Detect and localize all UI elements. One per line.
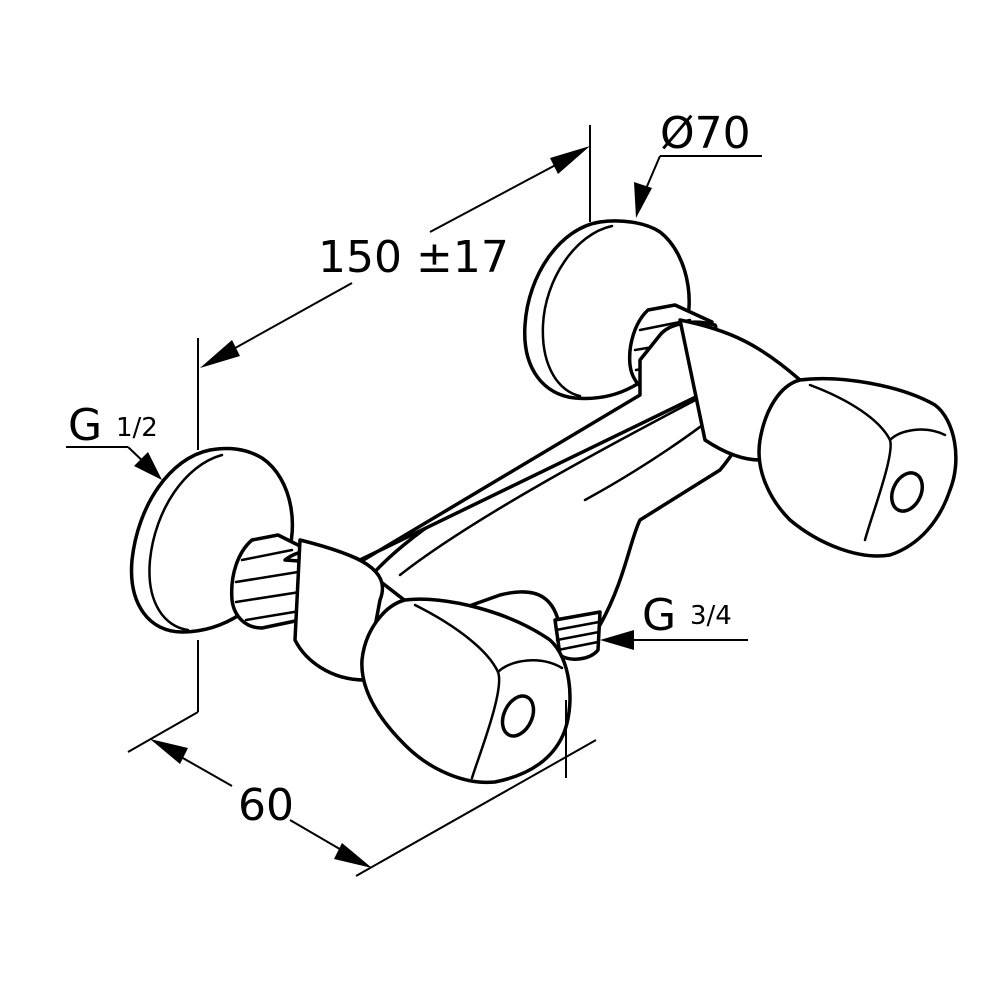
- depth-label: 60: [238, 780, 294, 831]
- right-handle: [757, 376, 958, 558]
- outlet-thread-label: G: [642, 590, 676, 641]
- diameter-leader: [634, 155, 762, 218]
- rosette-diameter-label: Ø70: [660, 108, 751, 159]
- center-distance-label: 150 ±17: [318, 232, 509, 283]
- left-handle: [360, 597, 572, 785]
- inlet-thread-label: G: [68, 400, 102, 451]
- outlet-thread: [553, 610, 602, 661]
- inlet-thread-leader: [66, 446, 162, 480]
- extension-line-depth-bottom: [355, 739, 597, 877]
- outlet-thread-fraction: 3/4: [690, 601, 732, 631]
- inlet-thread-fraction: 1/2: [116, 413, 158, 443]
- extension-line-depth-left: [127, 711, 199, 753]
- outlet-thread-leader: [600, 630, 748, 650]
- depth-dimension-line: [150, 739, 372, 868]
- center-distance-dimension-line: [200, 146, 590, 368]
